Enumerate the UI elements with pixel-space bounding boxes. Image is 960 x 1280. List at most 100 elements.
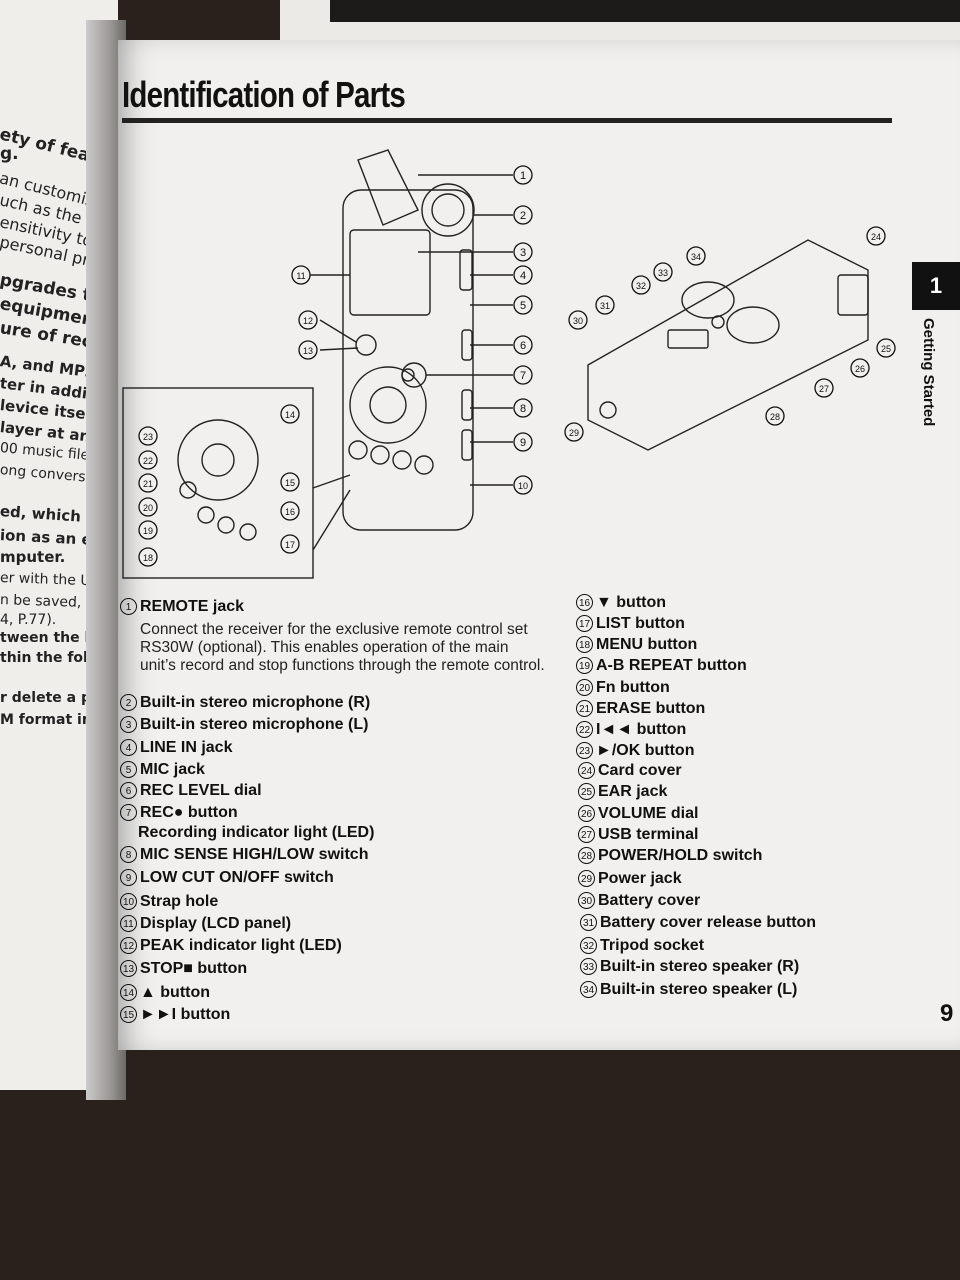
callout-12: 12 bbox=[298, 310, 318, 330]
svg-text:12: 12 bbox=[303, 316, 313, 326]
callout-6: 6 bbox=[513, 335, 533, 355]
part-item-14: 14▲ button bbox=[120, 984, 210, 1002]
part-label: Power jack bbox=[598, 870, 682, 887]
part-label: LIST button bbox=[596, 615, 685, 632]
inset-box bbox=[122, 387, 314, 579]
part-label: Tripod socket bbox=[600, 937, 705, 954]
part-label: LINE IN jack bbox=[140, 739, 233, 756]
callout-18: 18 bbox=[138, 547, 158, 567]
part-number: 9 bbox=[120, 869, 137, 887]
left-page-text: 4, P.77). bbox=[0, 612, 57, 628]
left-page-text: g. bbox=[0, 144, 19, 164]
callout-21: 21 bbox=[138, 473, 158, 493]
part-number: 20 bbox=[576, 679, 593, 697]
part-label: EAR jack bbox=[598, 783, 668, 800]
part-label: ▲ button bbox=[140, 984, 211, 1001]
part-number: 25 bbox=[578, 783, 595, 801]
part-item-23: 23►/OK button bbox=[576, 742, 694, 760]
part-number: 3 bbox=[120, 716, 137, 734]
part-number: 7 bbox=[120, 804, 137, 822]
svg-text:14: 14 bbox=[285, 410, 295, 420]
svg-text:2: 2 bbox=[520, 210, 526, 222]
button-graphic bbox=[414, 455, 434, 475]
part-number: 26 bbox=[578, 805, 595, 823]
callout-29: 29 bbox=[564, 422, 584, 442]
part-label: I◄◄ button bbox=[596, 721, 687, 738]
svg-text:5: 5 bbox=[520, 300, 526, 312]
part-label: Fn button bbox=[596, 679, 670, 696]
part-label: ►/OK button bbox=[596, 742, 695, 759]
battery-release-graphic bbox=[667, 329, 709, 349]
svg-text:31: 31 bbox=[600, 301, 610, 311]
speaker-l-graphic bbox=[726, 306, 780, 344]
svg-text:34: 34 bbox=[691, 252, 701, 262]
inset-pointer bbox=[312, 474, 351, 489]
svg-text:30: 30 bbox=[573, 316, 583, 326]
svg-text:20: 20 bbox=[143, 503, 153, 513]
leader-line bbox=[319, 319, 357, 343]
svg-text:7: 7 bbox=[520, 370, 526, 382]
part-item-15: 15►►I button bbox=[120, 1006, 230, 1024]
callout-22: 22 bbox=[138, 450, 158, 470]
part-label: Strap hole bbox=[140, 893, 219, 910]
callout-32: 32 bbox=[631, 275, 651, 295]
svg-text:33: 33 bbox=[658, 268, 668, 278]
svg-text:6: 6 bbox=[520, 340, 526, 352]
page-title: Identification of Parts bbox=[122, 74, 406, 115]
part-number: 28 bbox=[578, 847, 595, 865]
part-number: 12 bbox=[120, 937, 137, 955]
right-page bbox=[118, 40, 960, 1050]
svg-text:27: 27 bbox=[819, 384, 829, 394]
svg-text:4: 4 bbox=[520, 270, 526, 282]
part-label: MIC jack bbox=[140, 761, 205, 778]
part-label: USB terminal bbox=[598, 826, 699, 843]
svg-text:9: 9 bbox=[520, 437, 526, 449]
svg-text:23: 23 bbox=[143, 432, 153, 442]
callout-15: 15 bbox=[280, 472, 300, 492]
part-label: POWER/HOLD switch bbox=[598, 847, 763, 864]
mic-right-capsule bbox=[421, 183, 475, 237]
svg-text:22: 22 bbox=[143, 456, 153, 466]
svg-text:3: 3 bbox=[520, 247, 526, 259]
part-number: 5 bbox=[120, 761, 137, 779]
svg-text:24: 24 bbox=[871, 232, 881, 242]
left-page-text: er with the US bbox=[0, 570, 100, 590]
svg-text:11: 11 bbox=[296, 271, 305, 281]
callout-31: 31 bbox=[595, 295, 615, 315]
callout-11: 11 bbox=[291, 265, 311, 285]
part-number: 1 bbox=[120, 598, 137, 616]
part-7-sublabel: Recording indicator light (LED) bbox=[138, 824, 375, 841]
part-label: Built-in stereo microphone (R) bbox=[140, 694, 371, 711]
callout-7: 7 bbox=[513, 365, 533, 385]
callout-33: 33 bbox=[653, 262, 673, 282]
svg-text:8: 8 bbox=[520, 403, 526, 415]
part-number: 24 bbox=[578, 762, 595, 780]
part-label: REC LEVEL dial bbox=[140, 782, 262, 799]
part-number: 15 bbox=[120, 1006, 137, 1024]
callout-26: 26 bbox=[850, 358, 870, 378]
part-number: 22 bbox=[576, 721, 593, 739]
inset-dpad bbox=[177, 419, 259, 501]
inset-button bbox=[217, 516, 235, 534]
part-number: 16 bbox=[576, 594, 593, 612]
mic-right-grille bbox=[431, 193, 465, 227]
background-dark-object bbox=[330, 0, 960, 22]
button-graphic bbox=[392, 450, 412, 470]
part-number: 19 bbox=[576, 657, 593, 675]
